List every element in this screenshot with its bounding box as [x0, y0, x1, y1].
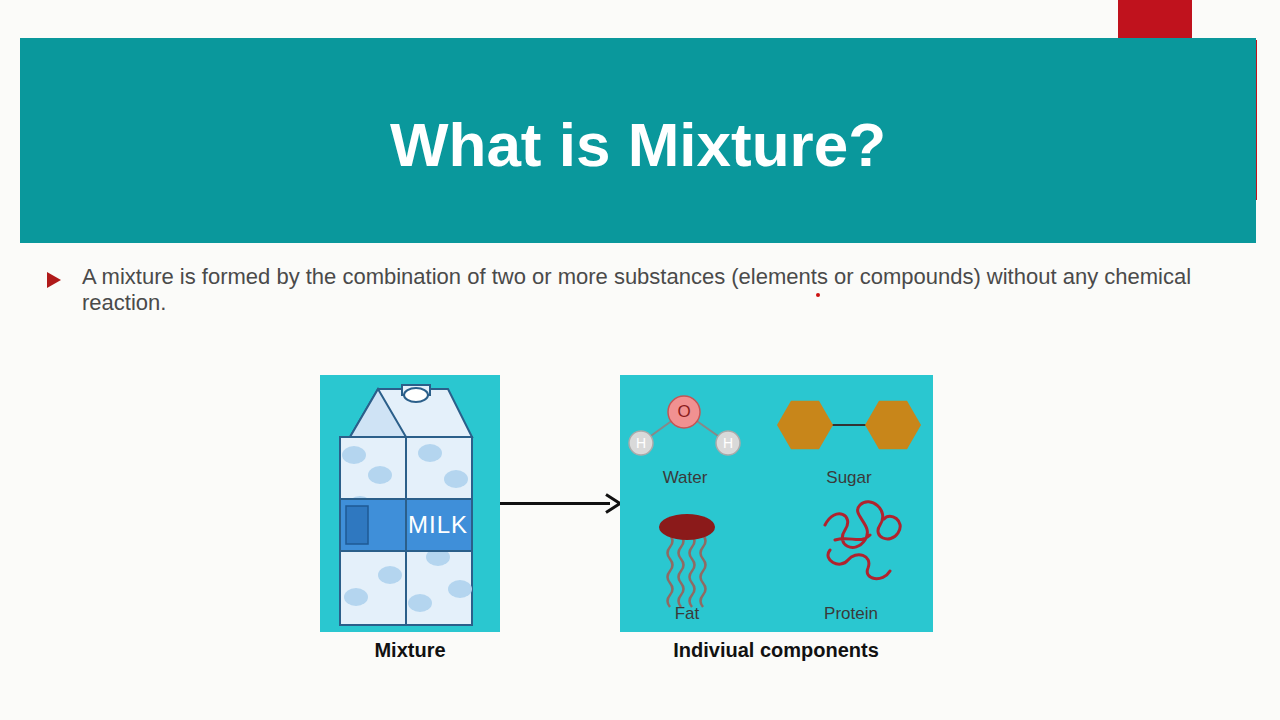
title-banner: What is Mixture?: [20, 38, 1256, 243]
milk-carton: [340, 385, 472, 625]
bullet-triangle: [47, 272, 61, 288]
atom-symbol: O: [677, 402, 690, 422]
fat-tail: [679, 535, 684, 607]
arrow-head: [606, 495, 620, 513]
sugar-ring: [865, 401, 921, 449]
panel-illustration: [320, 375, 500, 632]
oxygen-atom: [668, 396, 700, 428]
panel-caption: Indiviual components: [673, 639, 879, 662]
fat-tail: [701, 535, 706, 607]
slide-title: What is Mixture?: [20, 110, 1256, 180]
hydrogen-atom: [716, 431, 740, 455]
fat-tail: [690, 535, 695, 607]
carton-pattern: [448, 580, 472, 598]
component-name: Sugar: [826, 468, 871, 488]
carton-pattern: [418, 444, 442, 462]
component-name: Protein: [824, 604, 878, 624]
carton-top: [350, 389, 472, 437]
carton-pattern: [444, 470, 468, 488]
sugar-ring: [777, 401, 833, 449]
sugar-bond: [830, 424, 868, 426]
flow-arrow: [500, 495, 620, 513]
atom-symbol: H: [636, 435, 646, 451]
corner-tab: [1118, 0, 1192, 38]
hydrogen-atom: [629, 431, 653, 455]
carton-pattern: [342, 446, 366, 464]
carton-pattern: [344, 588, 368, 606]
band-side: [346, 506, 368, 544]
carton-pattern: [408, 594, 432, 612]
pointer-dot: [816, 293, 820, 297]
carton-pattern: [378, 566, 402, 584]
carton-pattern: [368, 466, 392, 484]
bullet-text: A mixture is formed by the combination o…: [82, 264, 1232, 316]
carton-cap: [404, 388, 428, 402]
carton-gable: [350, 389, 406, 437]
atom-symbol: H: [723, 435, 733, 451]
fat-tail: [668, 535, 673, 607]
mixture-panel: MILKMixture: [320, 375, 500, 632]
fat-head: [659, 514, 715, 540]
panel-illustration: [620, 375, 933, 632]
carton-label: MILK: [408, 511, 468, 539]
components-panel: OHHWaterSugarFatProteinIndiviual compone…: [620, 375, 933, 632]
arrow-shaft: [500, 502, 610, 505]
component-name: Fat: [675, 604, 700, 624]
carton-front: [406, 437, 472, 625]
carton-edge: [405, 437, 407, 625]
panel-caption: Mixture: [374, 639, 445, 662]
protein-strand: [825, 502, 900, 579]
component-name: Water: [663, 468, 708, 488]
